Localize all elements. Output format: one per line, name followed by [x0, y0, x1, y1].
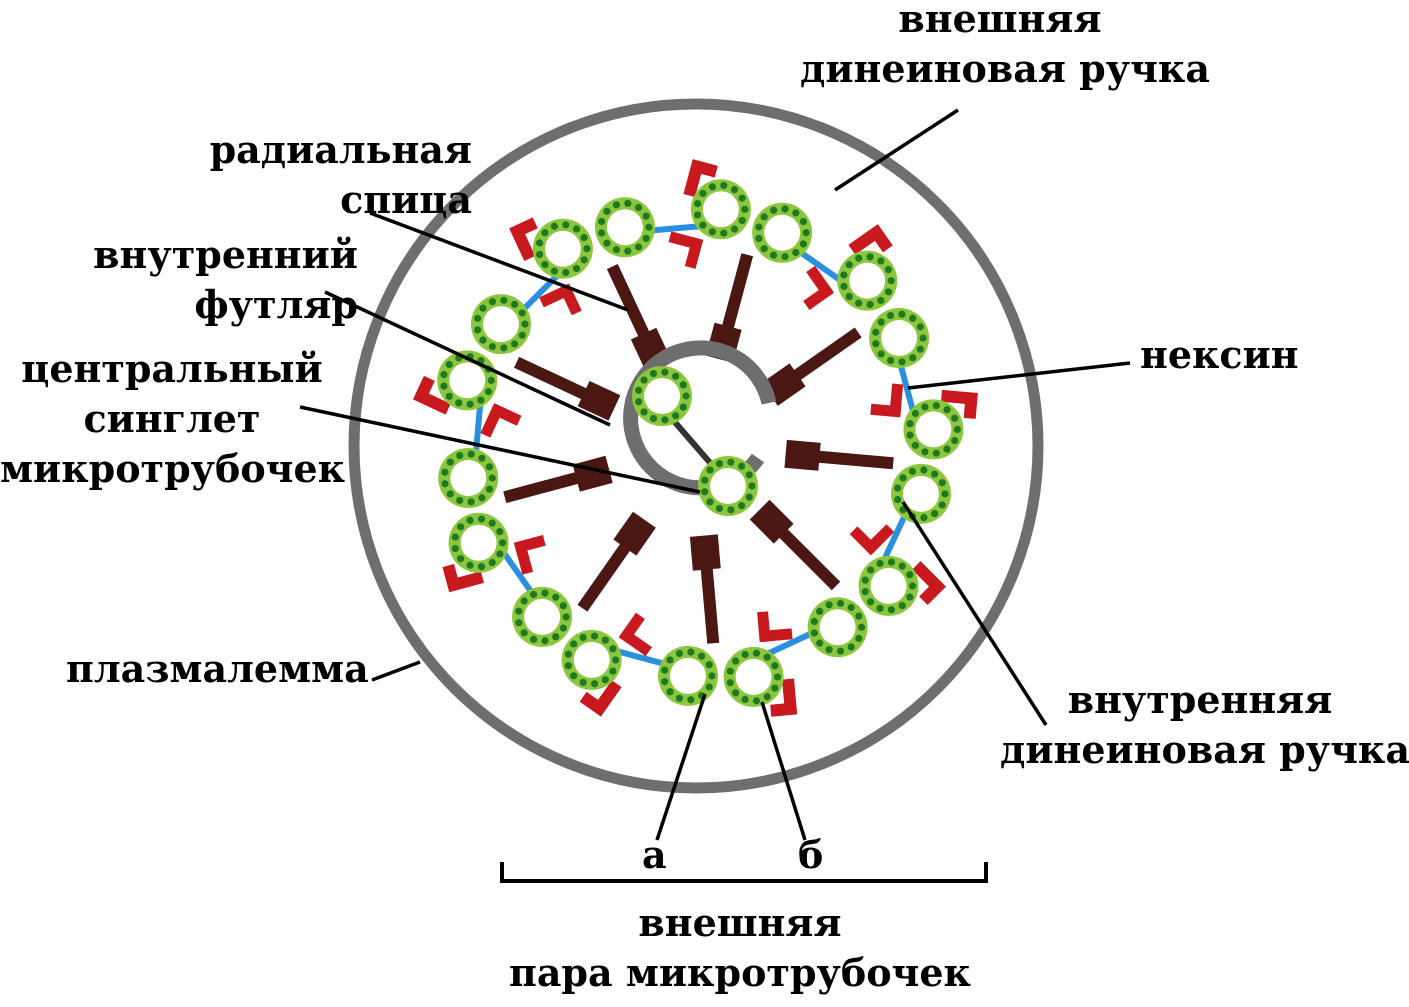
central-singlet: [632, 366, 692, 426]
leader-line: [372, 662, 420, 680]
tubule-a: [808, 597, 868, 657]
radial-spoke: [571, 512, 656, 617]
axoneme-ring: [413, 159, 978, 718]
nexin-label: нексин: [1140, 330, 1299, 380]
tubule-b: [837, 251, 897, 311]
outer-doublet: [784, 382, 977, 524]
radial-spoke: [750, 500, 846, 596]
leader-line: [835, 110, 958, 190]
inner-dynein-arm: [664, 231, 704, 269]
central-singlet: [698, 456, 758, 516]
central-bridge: [673, 420, 712, 465]
tubule-a-label: а: [642, 830, 667, 880]
inner-dynein-arm: [480, 403, 521, 446]
inner-dynein-arm: [870, 382, 903, 417]
radial-spoke: [501, 456, 613, 511]
outer-doublet: [509, 197, 671, 370]
tubule-a: [471, 294, 531, 354]
tubule-b: [449, 513, 509, 573]
inner-dynein-arm-label: внутренняя динеиновая ручка: [1000, 675, 1400, 775]
inner-dynein-arm: [619, 613, 663, 657]
radial-spoke: [690, 534, 727, 644]
outer-doublet-bracket: [500, 862, 988, 883]
radial-spoke-label: радиальная спица: [170, 125, 472, 225]
tubule-a: [658, 646, 718, 706]
outer-doublet: [413, 294, 620, 446]
tubule-b: [724, 647, 784, 707]
leader-line: [657, 694, 705, 840]
tubule-b-label: б: [798, 830, 823, 880]
tubule-a: [869, 308, 929, 368]
tubule-a: [752, 203, 812, 263]
tubule-a: [595, 197, 655, 257]
radial-spoke: [784, 440, 894, 477]
tubule-b: [533, 219, 593, 279]
leader-line: [908, 363, 1130, 388]
inner-sheath-label: внутренний футляр: [60, 230, 358, 330]
tubule-b: [859, 556, 919, 616]
central-singlet-label: центральный синглет микротрубочек: [0, 344, 344, 494]
inner-dynein-arm: [514, 535, 552, 575]
inner-dynein-arm: [757, 609, 792, 642]
outer-doublet: [658, 534, 797, 717]
plasmalemma-label: плазмалемма: [66, 644, 369, 694]
outer-dynein-arm-label: внешняя динеиновая ручка: [800, 0, 1200, 94]
tubule-b: [903, 399, 963, 459]
tubule-a: [512, 587, 572, 647]
outer-doublet-label: внешняя пара микротрубочек: [460, 898, 1020, 998]
tubule-a: [891, 464, 951, 524]
outer-doublet: [664, 159, 813, 363]
tubule-a: [438, 448, 498, 508]
tubule-b: [691, 179, 751, 239]
radial-spoke: [762, 321, 867, 406]
tubule-b: [562, 630, 622, 690]
